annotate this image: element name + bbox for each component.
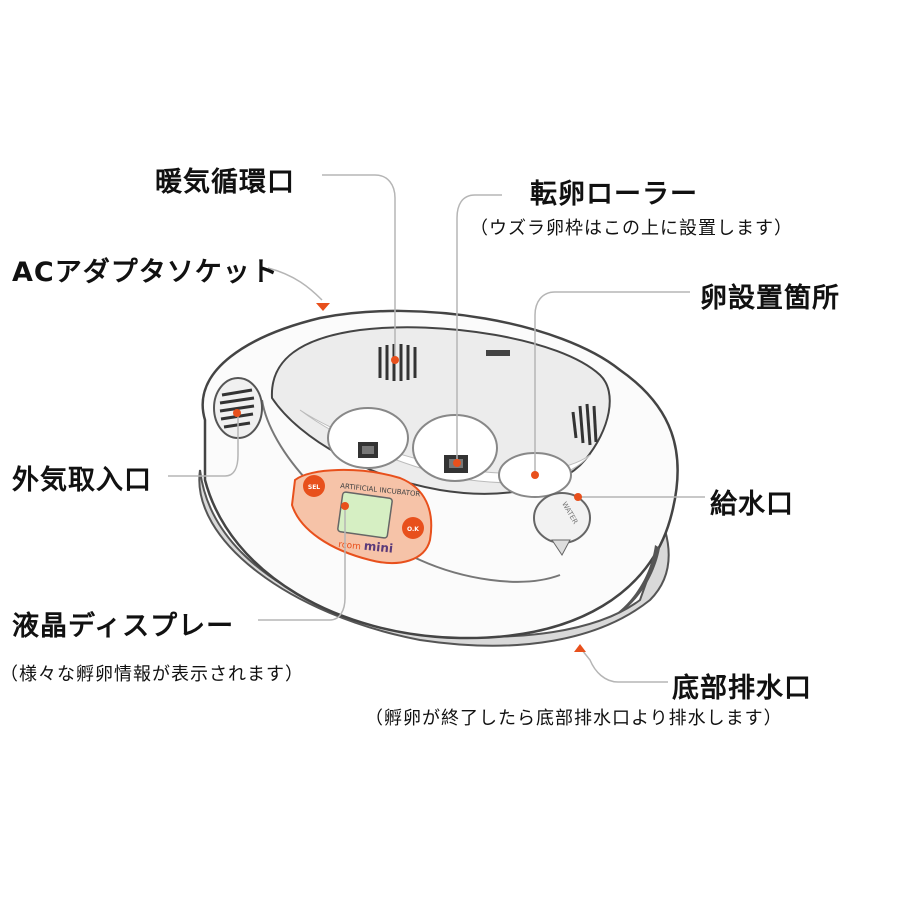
label-lcd-display: 液晶ディスプレー xyxy=(12,611,235,642)
turning-roller-left xyxy=(358,442,378,458)
brand-logo: rcom mini xyxy=(338,536,394,556)
egg-seat-middle xyxy=(412,414,498,482)
label-ac-socket: ACアダプタソケット xyxy=(12,257,279,288)
right-vent-grille xyxy=(571,403,598,446)
incubator-side-edge xyxy=(610,545,660,618)
water-cap[interactable] xyxy=(533,492,591,544)
sel-button-label: SEL xyxy=(308,484,320,491)
side-vent-grille xyxy=(219,388,255,429)
leader-lines xyxy=(168,174,705,683)
ok-button-label: O.K xyxy=(407,526,419,533)
label-water-inlet: 給水口 xyxy=(710,489,794,520)
ac-socket-arrow xyxy=(316,303,330,311)
sel-button[interactable] xyxy=(303,475,325,497)
model-text: mini xyxy=(363,539,394,556)
label-bottom-drain: 底部排水口 xyxy=(672,673,812,704)
egg-seat-left xyxy=(327,407,409,469)
label-egg-position: 卵設置箇所 xyxy=(700,283,840,314)
label-air-intake: 外気取入口 xyxy=(12,465,152,496)
label-bottom-drain-note: （孵卵が終了したら底部排水口より排水します） xyxy=(365,708,783,729)
callout-markers xyxy=(233,303,586,652)
label-turning-roller-note: （ウズラ卵枠はこの上に設置します） xyxy=(470,218,793,239)
label-warm-air-vent: 暖気循環口 xyxy=(155,167,295,198)
ok-button[interactable] xyxy=(402,517,424,539)
label-turning-roller: 転卵ローラー xyxy=(530,179,698,210)
top-vent-grille xyxy=(378,344,417,381)
water-cap-spout xyxy=(551,539,571,556)
lcd-screen xyxy=(337,491,393,539)
brand-text: rcom xyxy=(338,540,362,552)
drain-arrow xyxy=(574,644,586,652)
chamber-slot xyxy=(486,350,510,356)
label-lcd-display-note: （様々な孵卵情報が表示されます） xyxy=(0,664,304,685)
